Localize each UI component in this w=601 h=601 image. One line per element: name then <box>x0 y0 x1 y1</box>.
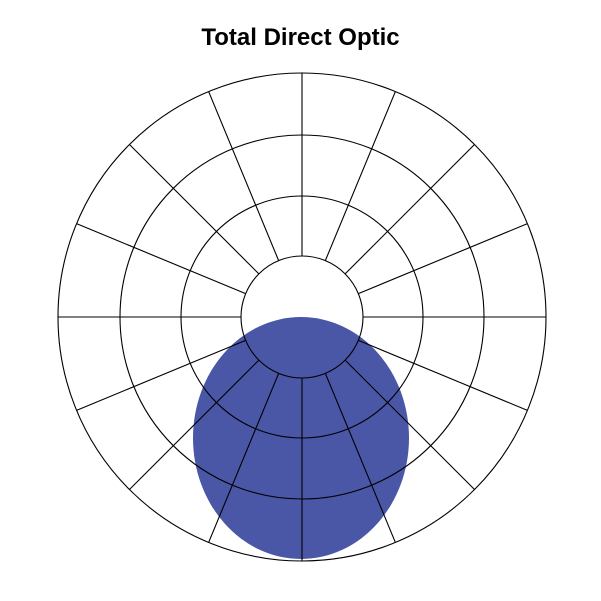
grid-ring <box>57 72 547 562</box>
grid-spoke <box>208 373 280 543</box>
grid-spoke <box>358 339 528 411</box>
grid-spoke <box>208 91 280 261</box>
grid-spoke <box>324 91 396 261</box>
grid-spoke <box>344 359 475 490</box>
grid-spoke <box>76 223 246 295</box>
grid-spoke <box>76 339 246 411</box>
grid-spoke <box>344 144 475 275</box>
polar-grid <box>57 72 547 562</box>
grid-ring <box>180 195 424 439</box>
chart-title: Total Direct Optic <box>201 24 400 51</box>
grid-spoke <box>129 144 260 275</box>
grid-spoke <box>129 359 260 490</box>
grid-ring <box>240 255 364 379</box>
grid-spoke <box>324 373 396 543</box>
grid-spoke <box>358 223 528 295</box>
grid-ring <box>119 134 485 500</box>
